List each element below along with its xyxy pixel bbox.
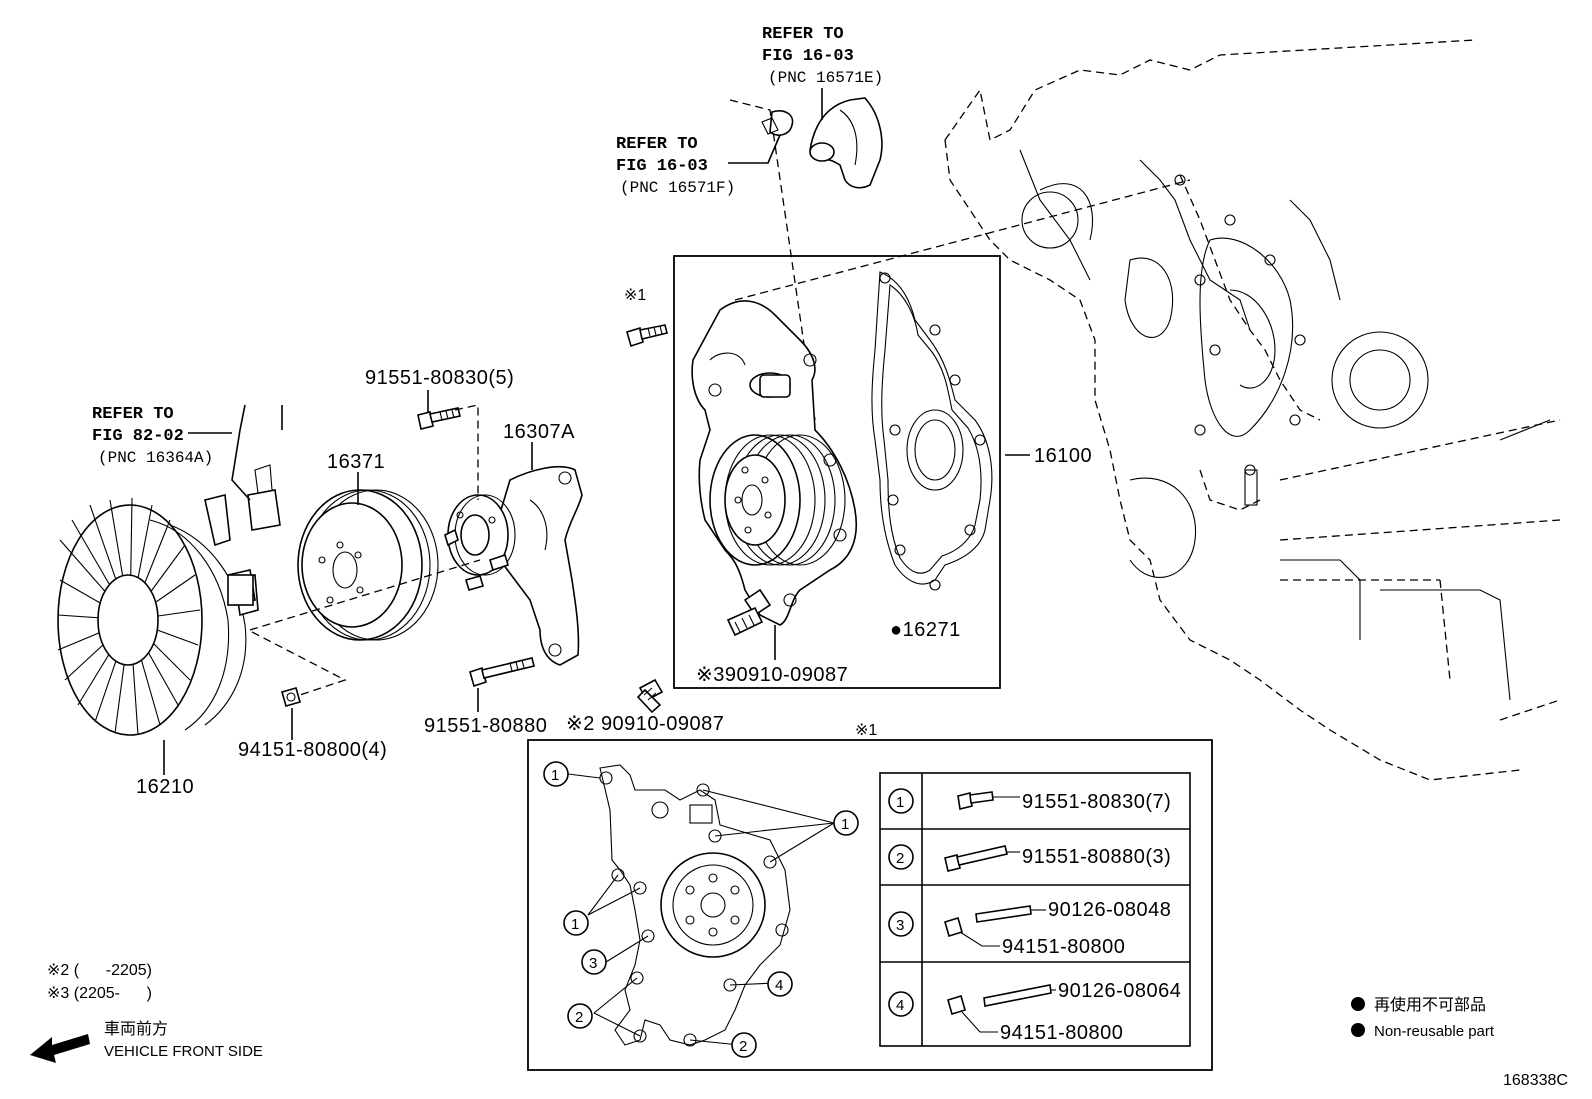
sensor-icon xyxy=(636,678,664,714)
part-90910-09087-x3[interactable]: ※390910-09087 xyxy=(696,664,848,686)
engine-block-illustration xyxy=(944,39,1561,781)
part-16210[interactable]: 16210 xyxy=(136,776,194,798)
leader-ref-16364a xyxy=(231,404,251,501)
detail-part-94151-80800-a[interactable]: 94151-80800 xyxy=(1002,936,1125,958)
svg-text:2: 2 xyxy=(739,1038,747,1055)
table-row: 3 90126-08048 94151-80800 xyxy=(888,899,1171,958)
legend-jp: 再使用不可部品 xyxy=(1374,996,1486,1014)
note-x3: ※3 (2205- ) xyxy=(47,985,152,1002)
water-pump-illustration xyxy=(691,300,857,637)
ref-16-03-f-line3: (PNC 16571F) xyxy=(620,179,735,197)
detail-part-90126-08064[interactable]: 90126-08064 xyxy=(1058,980,1181,1002)
vehicle-front-en: VEHICLE FRONT SIDE xyxy=(104,1043,263,1060)
bracket-illustration xyxy=(444,466,583,666)
nut-94151-80800-icon xyxy=(281,687,301,707)
mark-x1-bolt: ※1 xyxy=(624,287,646,304)
svg-text:1: 1 xyxy=(571,916,579,933)
svg-text:4: 4 xyxy=(775,977,783,994)
water-pump-assembly-box xyxy=(673,255,1001,689)
vehicle-front-jp: 車両前方 xyxy=(104,1020,168,1038)
alignment-line xyxy=(734,179,1191,301)
detail-table xyxy=(879,772,1191,1047)
ref-82-02-line3: (PNC 16364A) xyxy=(98,449,213,467)
ref-82-02-line2: FIG 82-02 xyxy=(92,427,184,446)
detail-callout-1-top: 1 xyxy=(543,761,569,787)
hose-icon xyxy=(809,97,883,189)
ref-16-03-e-line3: (PNC 16571E) xyxy=(768,69,883,87)
part-91551-80880[interactable]: 91551-80880 xyxy=(424,715,547,737)
table-row: 1 91551-80830(7) xyxy=(888,788,1171,814)
part-16371[interactable]: 16371 xyxy=(327,451,385,473)
detail-callout-2-bottom: 2 xyxy=(731,1032,757,1058)
clamp-icon xyxy=(761,110,794,136)
ref-16-03-e-line1: REFER TO xyxy=(762,25,844,44)
pulley-illustration xyxy=(297,489,439,641)
detail-callout-4: 4 xyxy=(767,971,793,997)
bolt-91551-80830-icon xyxy=(417,407,461,430)
part-94151-80800-4[interactable]: 94151-80800(4) xyxy=(238,739,387,761)
row-number: 1 xyxy=(896,794,904,811)
fan-clutch-illustration xyxy=(57,494,259,736)
front-arrow-icon xyxy=(30,1034,90,1063)
svg-text:1: 1 xyxy=(551,767,559,784)
detail-leaders xyxy=(567,773,835,1046)
figure-id: 168338C xyxy=(1503,1072,1568,1089)
ref-16-03-f-line2: FIG 16-03 xyxy=(616,157,708,176)
part-16100[interactable]: 16100 xyxy=(1034,445,1092,467)
legend-dot-icon xyxy=(1351,1023,1365,1037)
ref-82-02-line1: REFER TO xyxy=(92,405,174,424)
detail-part-91551-80880-3[interactable]: 91551-80880(3) xyxy=(1022,846,1171,868)
note-x2: ※2 ( -2205) xyxy=(47,962,152,979)
bolt-91551-80880-icon xyxy=(469,657,535,688)
ref-16-03-e-line2: FIG 16-03 xyxy=(762,47,854,66)
detail-box xyxy=(527,739,1213,1071)
detail-callout-3: 3 xyxy=(581,949,607,975)
detail-callout-1-right: 1 xyxy=(833,810,859,836)
row-number: 3 xyxy=(896,917,904,934)
part-16271[interactable]: ●16271 xyxy=(890,619,961,641)
alignment-line xyxy=(729,99,816,421)
svg-text:2: 2 xyxy=(575,1009,583,1026)
alignment-line xyxy=(249,559,481,631)
detail-part-90126-08048[interactable]: 90126-08048 xyxy=(1048,899,1171,921)
detail-pump-face-illustration xyxy=(599,764,791,1047)
alignment-line xyxy=(251,631,347,696)
part-91551-80830-5[interactable]: 91551-80830(5) xyxy=(365,367,514,389)
row-number: 4 xyxy=(896,997,904,1014)
table-row: 4 90126-08064 94151-80800 xyxy=(888,980,1181,1044)
connector-icon xyxy=(247,464,281,531)
part-16307A[interactable]: 16307A xyxy=(503,421,575,443)
ref-16-03-f-line1: REFER TO xyxy=(616,135,698,154)
gasket-illustration xyxy=(871,271,993,591)
part-90910-09087-x2[interactable]: ※2 90910-09087 xyxy=(566,713,724,735)
bolt-icon xyxy=(626,324,668,348)
detail-part-94151-80800-b[interactable]: 94151-80800 xyxy=(1000,1022,1123,1044)
svg-text:1: 1 xyxy=(841,816,849,833)
detail-callout-1-left: 1 xyxy=(563,910,589,936)
detail-part-91551-80830-7[interactable]: 91551-80830(7) xyxy=(1022,791,1171,813)
detail-callout-2-left: 2 xyxy=(567,1003,593,1029)
legend-en: Non-reusable part xyxy=(1374,1023,1495,1040)
alignment-line xyxy=(454,404,479,500)
row-number: 2 xyxy=(896,850,904,867)
legend-dot-icon xyxy=(1351,997,1365,1011)
mark-x1-box: ※1 xyxy=(855,722,877,739)
leader-ref-16571f xyxy=(728,134,781,164)
svg-text:3: 3 xyxy=(589,955,597,972)
table-row: 2 91551-80880(3) xyxy=(888,844,1171,872)
